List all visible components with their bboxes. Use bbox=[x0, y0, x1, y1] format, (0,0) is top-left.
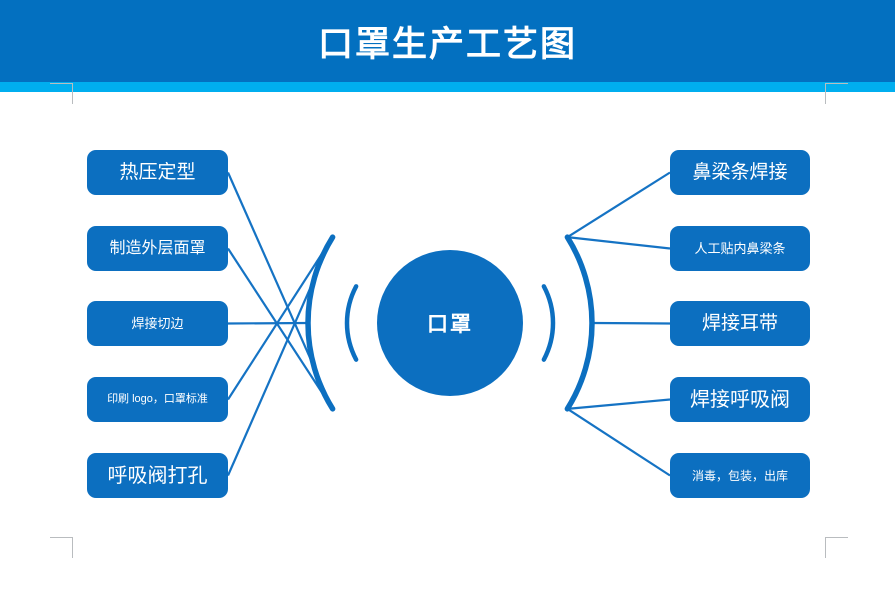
arc-bracket-right-inner bbox=[541, 284, 556, 362]
corner-line-vertical bbox=[72, 83, 73, 104]
connector-right-2 bbox=[567, 236, 671, 250]
arc-bracket-left-outer bbox=[305, 234, 336, 412]
corner-line-vertical bbox=[72, 537, 73, 558]
corner-bracket-top-right bbox=[825, 83, 848, 104]
process-node-label: 热压定型 bbox=[119, 162, 196, 183]
process-node-right-1[interactable]: 鼻梁条焊接 bbox=[670, 150, 810, 195]
corner-bracket-top-left bbox=[50, 83, 73, 104]
corner-bracket-bottom-right bbox=[825, 537, 848, 558]
connector-left-2 bbox=[227, 247, 334, 410]
process-node-label: 印刷 logo，口罩标准 bbox=[107, 393, 208, 405]
process-node-label: 呼吸阀打孔 bbox=[107, 464, 208, 487]
process-node-label: 人工贴内鼻梁条 bbox=[694, 241, 786, 256]
process-node-left-5[interactable]: 呼吸阀打孔 bbox=[87, 453, 228, 498]
corner-line-horizontal bbox=[50, 537, 73, 538]
arc-bracket-right-outer bbox=[564, 234, 595, 412]
page-title: 口罩生产工艺图 bbox=[317, 24, 577, 64]
process-node-left-2[interactable]: 制造外层面罩 bbox=[87, 226, 228, 271]
corner-bracket-bottom-left bbox=[50, 537, 73, 558]
header-accent-strip bbox=[0, 82, 895, 92]
process-node-left-4[interactable]: 印刷 logo，口罩标准 bbox=[87, 377, 228, 422]
connector-left-4 bbox=[227, 236, 334, 401]
corner-line-horizontal bbox=[825, 83, 848, 84]
connector-right-3 bbox=[591, 321, 671, 325]
process-node-right-3[interactable]: 焊接耳带 bbox=[670, 301, 810, 346]
process-node-right-2[interactable]: 人工贴内鼻梁条 bbox=[670, 226, 810, 271]
process-node-label: 焊接切边 bbox=[131, 316, 184, 331]
process-node-label: 焊接耳带 bbox=[701, 313, 778, 334]
center-node-label: 口罩 bbox=[427, 313, 473, 336]
arc-bracket-left-inner bbox=[344, 284, 359, 362]
process-node-left-1[interactable]: 热压定型 bbox=[87, 150, 228, 195]
connector-right-4 bbox=[567, 398, 671, 410]
arc-brackets bbox=[305, 234, 595, 412]
corner-line-horizontal bbox=[50, 83, 73, 84]
connector-right-5 bbox=[566, 407, 671, 477]
corner-line-vertical bbox=[825, 537, 826, 558]
process-node-right-4[interactable]: 焊接呼吸阀 bbox=[670, 377, 810, 422]
corner-line-horizontal bbox=[825, 537, 848, 538]
process-node-label: 焊接呼吸阀 bbox=[690, 388, 790, 411]
process-node-label: 消毒，包装，出库 bbox=[691, 468, 788, 483]
process-node-label: 制造外层面罩 bbox=[109, 239, 206, 257]
process-node-right-5[interactable]: 消毒，包装，出库 bbox=[670, 453, 810, 498]
header-banner bbox=[0, 0, 895, 82]
corner-line-vertical bbox=[825, 83, 826, 104]
connector-right-1 bbox=[566, 171, 671, 239]
process-node-label: 鼻梁条焊接 bbox=[692, 162, 788, 183]
process-node-left-3[interactable]: 焊接切边 bbox=[87, 301, 228, 346]
center-node-mask[interactable]: 口罩 bbox=[377, 250, 523, 396]
